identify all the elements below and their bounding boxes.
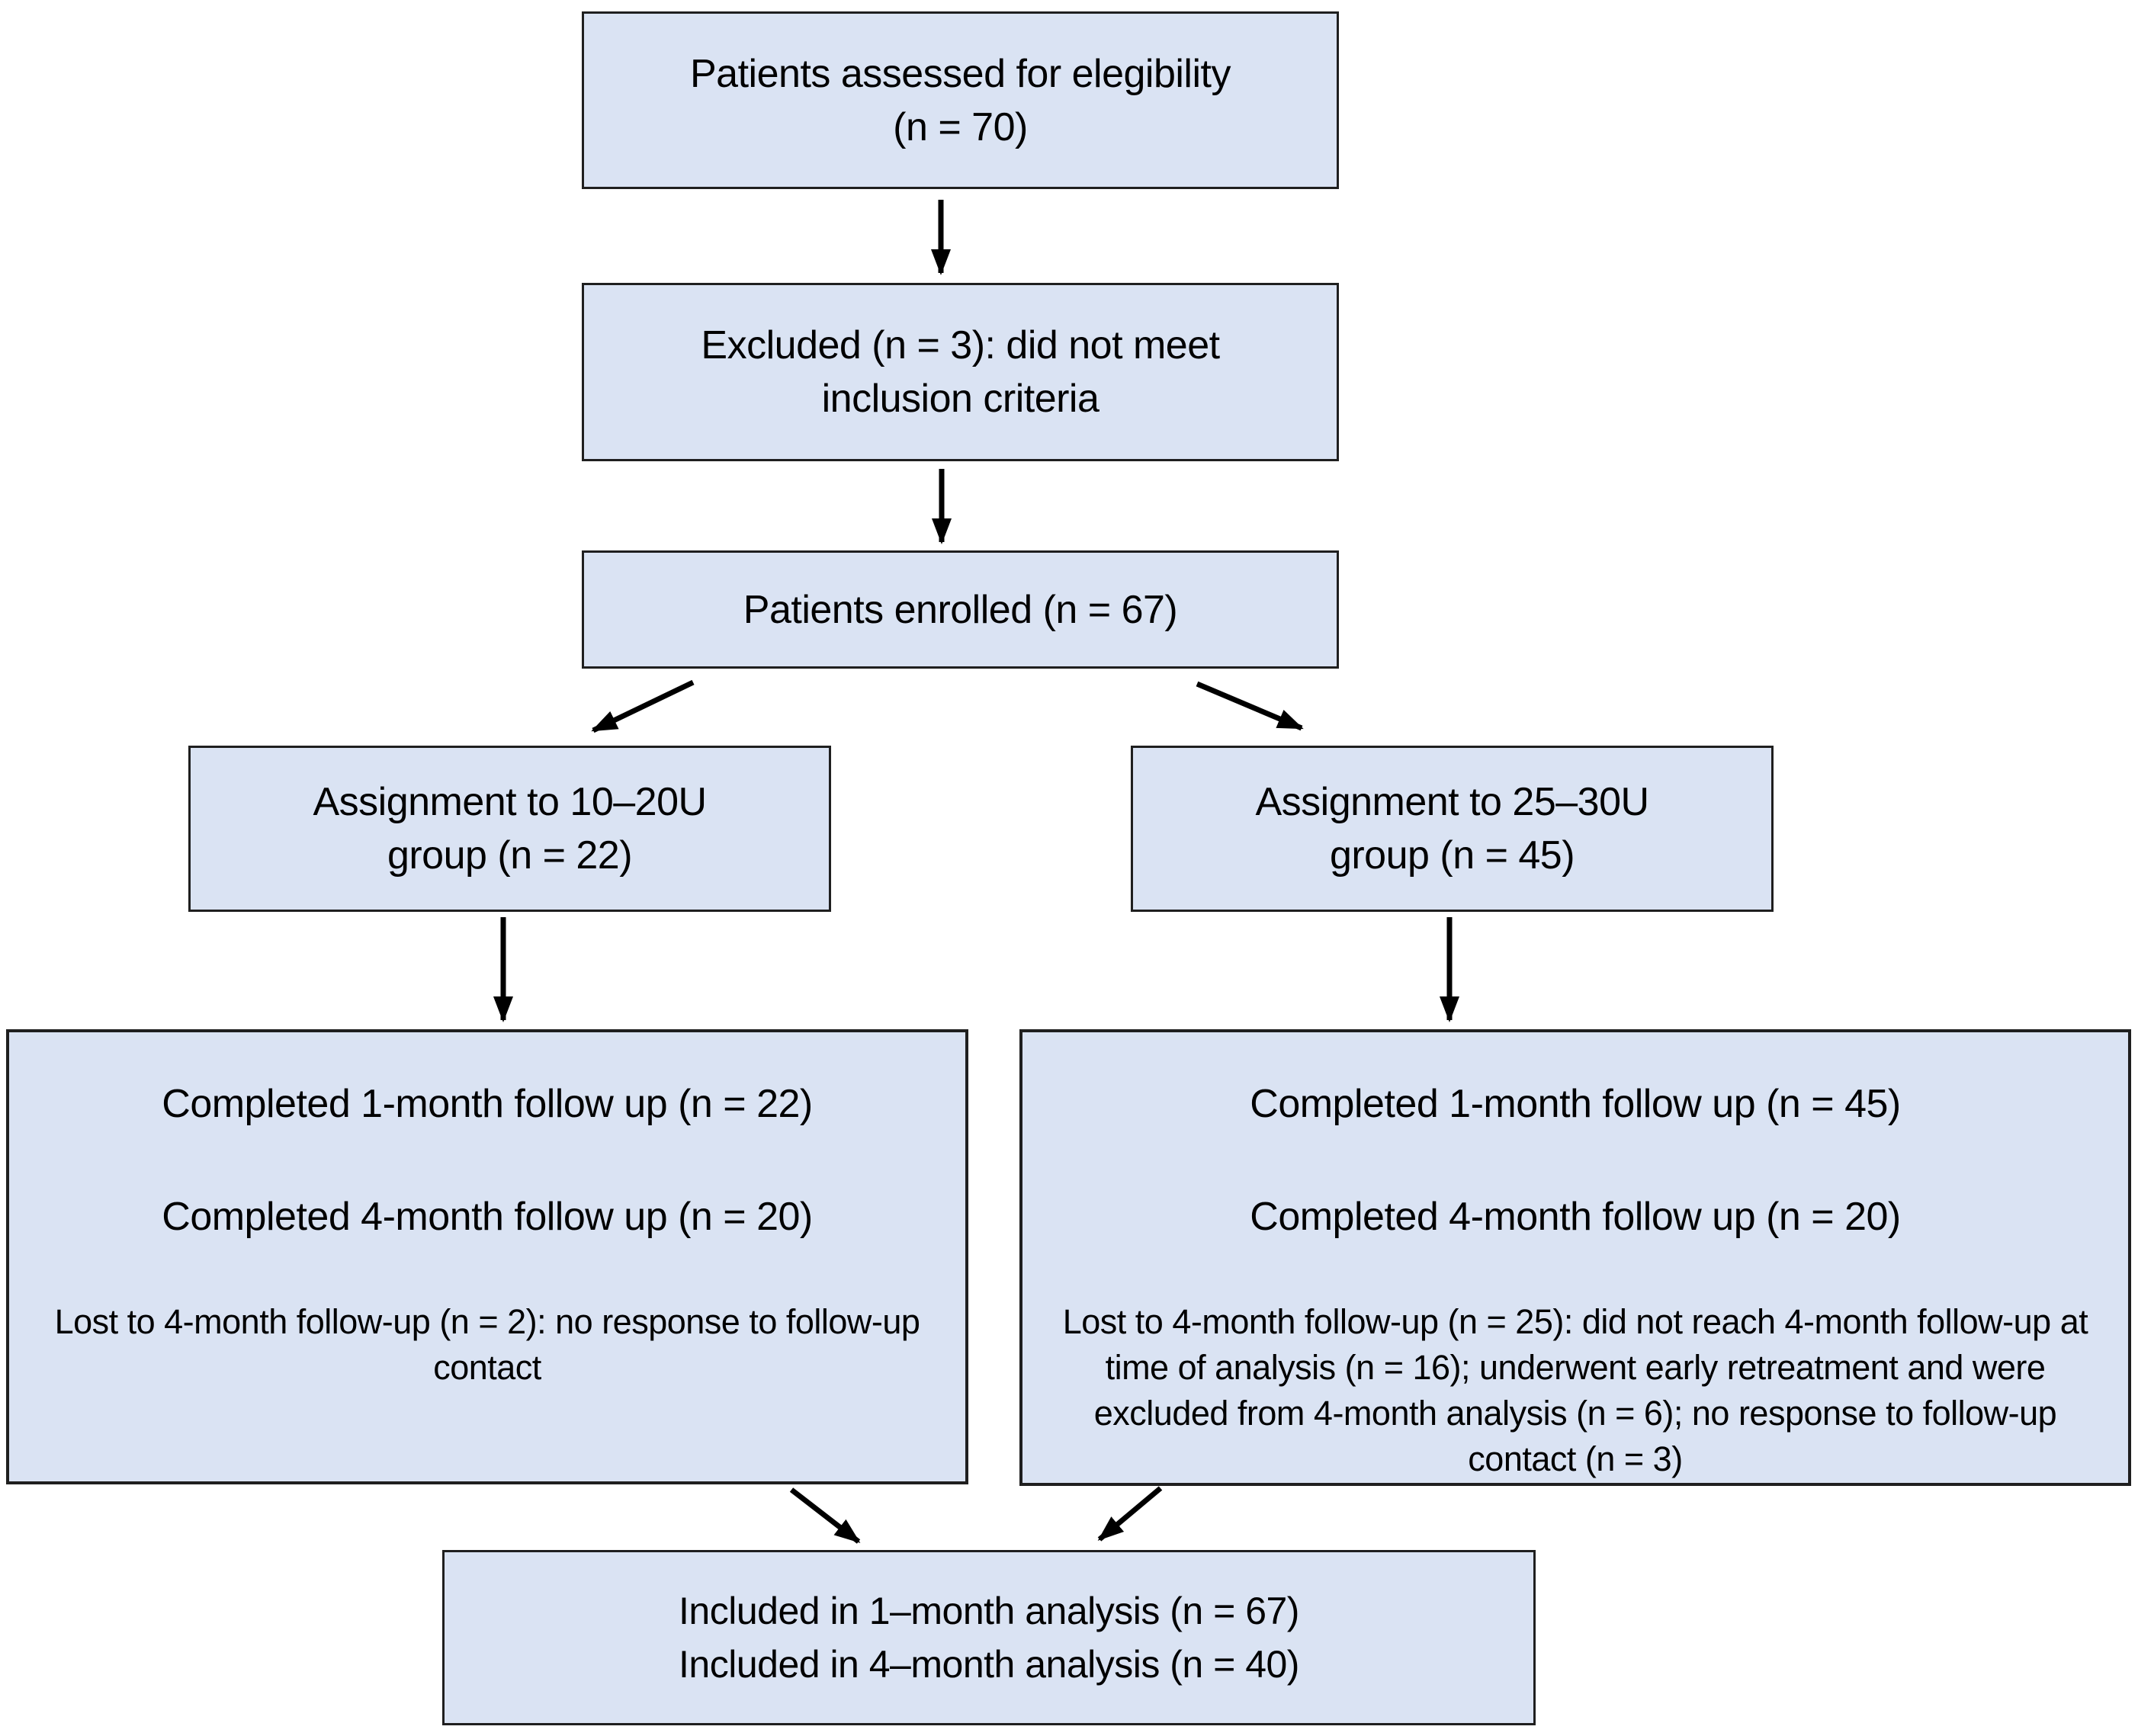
arrow-low-outcome-to-analysis — [789, 1487, 861, 1544]
enrolled-box: Patients enrolled (n = 67) — [582, 550, 1339, 669]
assign-low-line2: group (n = 22) — [387, 833, 633, 878]
assign-low-line1: Assignment to 10–20U — [313, 780, 707, 824]
arrow-high-outcome-to-analysis — [1097, 1486, 1163, 1542]
low-dose-outcome-box: Completed 1-month follow up (n = 22) Com… — [6, 1029, 968, 1484]
excluded-line1: Excluded (n = 3): did not meet — [701, 323, 1220, 367]
excluded-line2: inclusion criteria — [821, 377, 1099, 421]
enrolled-line1: Patients enrolled (n = 67) — [743, 587, 1178, 632]
high-lost-to-followup: Lost to 4-month follow-up (n = 25): did … — [1062, 1302, 2088, 1478]
assign-low-dose-box: Assignment to 10–20U group (n = 22) — [188, 746, 831, 912]
included-line1: Included in 1–month analysis (n = 67) — [679, 1590, 1299, 1632]
assessed-line2: (n = 70) — [893, 104, 1028, 149]
analysis-box: Included in 1–month analysis (n = 67) In… — [442, 1550, 1536, 1725]
low-lost-to-followup: Lost to 4-month follow-up (n = 2): no re… — [54, 1302, 920, 1387]
assign-high-line2: group (n = 45) — [1329, 833, 1575, 878]
high-dose-outcome-box: Completed 1-month follow up (n = 45) Com… — [1019, 1029, 2131, 1486]
assign-high-dose-box: Assignment to 25–30U group (n = 45) — [1131, 746, 1774, 912]
high-completed-1m: Completed 1-month follow up (n = 45) — [1250, 1082, 1901, 1126]
included-line2: Included in 4–month analysis (n = 40) — [679, 1643, 1299, 1686]
arrow-enrolled-to-high-dose — [1196, 681, 1304, 731]
excluded-box: Excluded (n = 3): did not meet inclusion… — [582, 283, 1339, 461]
low-completed-1m: Completed 1-month follow up (n = 22) — [162, 1082, 813, 1126]
low-completed-4m: Completed 4-month follow up (n = 20) — [162, 1195, 813, 1239]
arrow-enrolled-to-low-dose — [591, 679, 695, 733]
assign-high-line1: Assignment to 25–30U — [1255, 780, 1649, 824]
assessed-line1: Patients assessed for elegibility — [690, 51, 1231, 96]
assessed-box: Patients assessed for elegibility (n = 7… — [582, 11, 1339, 189]
high-completed-4m: Completed 4-month follow up (n = 20) — [1250, 1195, 1901, 1239]
